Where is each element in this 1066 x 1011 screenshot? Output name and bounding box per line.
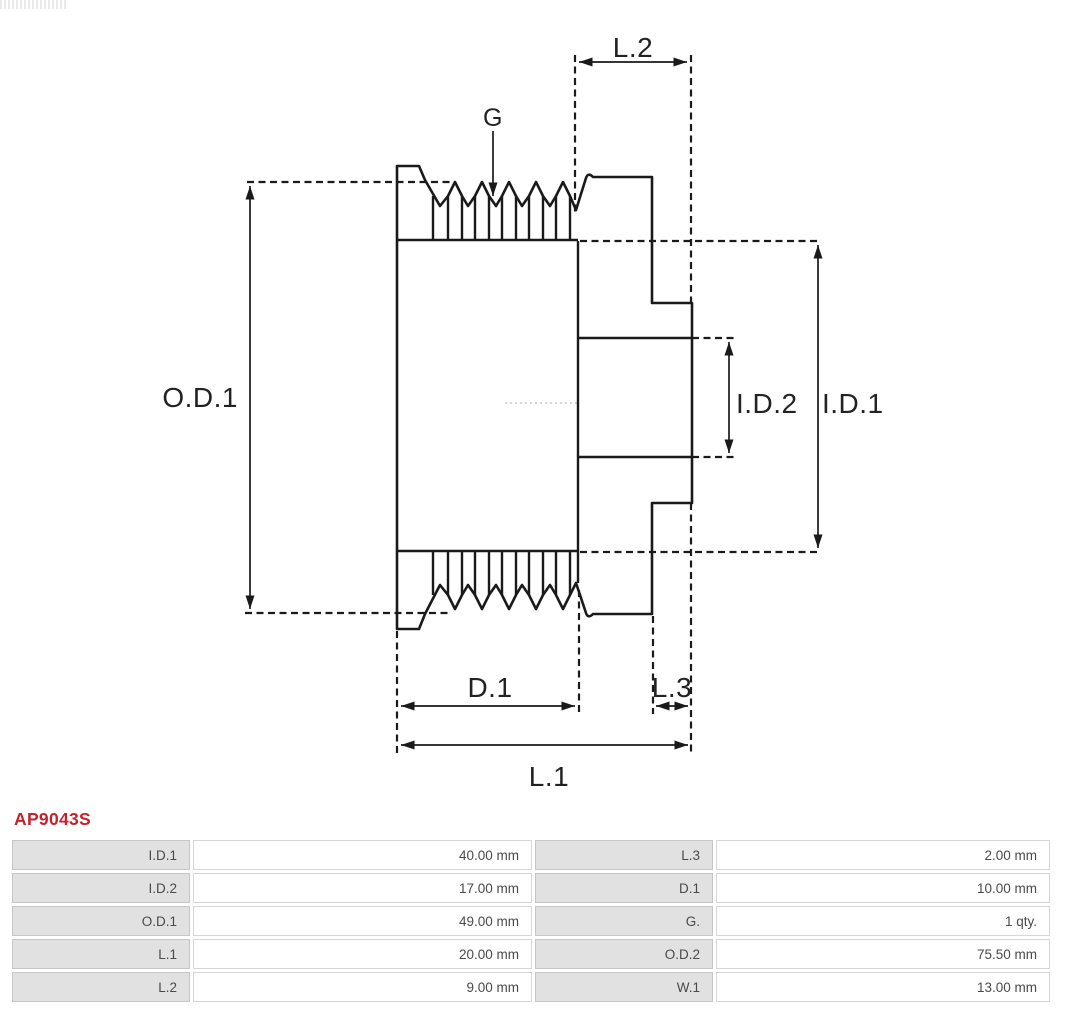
- extension-lines: [245, 55, 820, 756]
- spec-value: 17.00 mm: [193, 873, 532, 903]
- spec-value: 9.00 mm: [193, 972, 532, 1002]
- spec-row: L.2 9.00 mm W.1 13.00 mm: [12, 972, 1050, 1002]
- groove-teeth-top: [431, 196, 572, 240]
- spec-value: 2.00 mm: [716, 840, 1050, 870]
- spec-value: 49.00 mm: [193, 906, 532, 936]
- dimension-arrows: [245, 57, 823, 750]
- label-l3: L.3: [652, 672, 692, 703]
- groove-teeth-bottom: [431, 551, 572, 595]
- label-id2: I.D.2: [736, 388, 798, 419]
- label-l1: L.1: [529, 761, 569, 792]
- spec-label: O.D.1: [12, 906, 190, 936]
- label-g: G: [483, 104, 503, 132]
- spec-label: O.D.2: [535, 939, 713, 969]
- spec-label: L.2: [12, 972, 190, 1002]
- spec-value: 40.00 mm: [193, 840, 532, 870]
- spec-label: I.D.1: [12, 840, 190, 870]
- pulley-outline: [395, 164, 694, 631]
- spec-label: L.3: [535, 840, 713, 870]
- page-edge-artifact: [0, 0, 66, 9]
- spec-row: I.D.2 17.00 mm D.1 10.00 mm: [12, 873, 1050, 903]
- label-l2: L.2: [613, 32, 653, 63]
- spec-row: I.D.1 40.00 mm L.3 2.00 mm: [12, 840, 1050, 870]
- label-od1: O.D.1: [162, 382, 238, 413]
- pulley-technical-drawing: G L.2 O.D.1 I.D.2 I.D.1 D.1 L.3 L.1: [162, 32, 884, 792]
- spec-label: G.: [535, 906, 713, 936]
- spec-table: I.D.1 40.00 mm L.3 2.00 mm I.D.2 17.00 m…: [9, 837, 1053, 1005]
- spec-label: L.1: [12, 939, 190, 969]
- spec-value: 75.50 mm: [716, 939, 1050, 969]
- spec-label: I.D.2: [12, 873, 190, 903]
- part-number: AP9043S: [14, 809, 92, 829]
- spec-label: D.1: [535, 873, 713, 903]
- spec-value: 13.00 mm: [716, 972, 1050, 1002]
- spec-row: L.1 20.00 mm O.D.2 75.50 mm: [12, 939, 1050, 969]
- spec-value: 1 qty.: [716, 906, 1050, 936]
- label-id1: I.D.1: [822, 388, 884, 419]
- spec-row: O.D.1 49.00 mm G. 1 qty.: [12, 906, 1050, 936]
- spec-value: 10.00 mm: [716, 873, 1050, 903]
- spec-label: W.1: [535, 972, 713, 1002]
- label-d1: D.1: [467, 672, 512, 703]
- spec-value: 20.00 mm: [193, 939, 532, 969]
